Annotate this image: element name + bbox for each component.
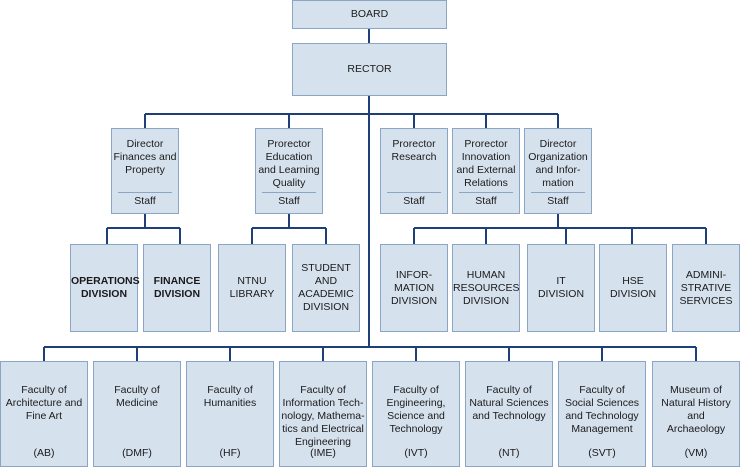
division-label: NTNU LIBRARY (229, 275, 275, 300)
faculty-name: Faculty of Engineering, Science and Tech… (386, 384, 446, 435)
division-label: HSE DIVISION (609, 275, 657, 300)
faculty-dmf-box: Faculty of Medicine (DMF) (93, 361, 181, 467)
faculty-code: (NT) (498, 447, 520, 459)
faculty-svt-box: Faculty of Social Sciences and Technolog… (558, 361, 646, 467)
student-academic-division-box: STUDENT AND ACADEMIC DIVISION (292, 244, 360, 332)
faculty-ime-box: Faculty of Information Tech- nology, Mat… (279, 361, 367, 467)
hse-division-box: HSE DIVISION (599, 244, 667, 332)
faculty-code: (DMF) (122, 447, 152, 459)
rector-label: RECTOR (347, 63, 392, 75)
prorector-innovation-box: Prorector Innovation and External Relati… (452, 128, 520, 214)
faculty-nt-box: Faculty of Natural Sciences and Technolo… (465, 361, 553, 467)
prorector-research-box: Prorector Research Staff (380, 128, 448, 214)
division-label: IT DIVISION (537, 275, 585, 300)
division-label: STUDENT AND ACADEMIC DIVISION (298, 262, 354, 313)
faculty-code: (VM) (684, 447, 708, 459)
faculty-name: Faculty of Humanities (203, 384, 257, 409)
division-label-2: DIVISION (80, 288, 128, 300)
division-label: INFOR- MATION DIVISION (390, 268, 438, 307)
division-label: ADMINI- STRATIVE SERVICES (679, 268, 733, 307)
faculty-name: Faculty of Medicine (114, 384, 160, 409)
staff-label: Staff (459, 192, 513, 208)
staff-label: Staff (387, 192, 441, 208)
staff-label: Staff (262, 192, 316, 208)
director-finances-box: Director Finances and Property Staff (111, 128, 179, 214)
faculty-ab-box: Faculty of Architecture and Fine Art (AB… (0, 361, 88, 467)
faculty-code: (HF) (219, 447, 241, 459)
faculty-code: (AB) (33, 447, 55, 459)
director-title: Prorector Research (391, 138, 437, 163)
faculty-code: (IME) (310, 447, 336, 459)
administrative-services-box: ADMINI- STRATIVE SERVICES (672, 244, 740, 332)
prorector-education-box: Prorector Education and Learning Quality… (255, 128, 323, 214)
faculty-ivt-box: Faculty of Engineering, Science and Tech… (372, 361, 460, 467)
ntnu-library-box: NTNU LIBRARY (218, 244, 286, 332)
board-box: BOARD (292, 0, 447, 29)
faculty-code: (SVT) (588, 447, 616, 459)
faculty-name: Faculty of Architecture and Fine Art (5, 384, 83, 422)
staff-label: Staff (118, 192, 172, 208)
faculty-name: Museum of Natural History and Archaeolog… (661, 384, 731, 435)
human-resources-division-box: HUMAN RESOURCES DIVISION (452, 244, 520, 332)
staff-label: Staff (531, 192, 585, 208)
museum-vm-box: Museum of Natural History and Archaeolog… (652, 361, 740, 467)
division-label-2: DIVISION (153, 288, 201, 300)
division-label: OPERATIONS (71, 275, 140, 287)
faculty-name: Faculty of Social Sciences and Technolog… (564, 384, 640, 435)
director-organization-box: Director Organization and Infor- mation … (524, 128, 592, 214)
director-title: Director Organization and Infor- mation (528, 138, 588, 189)
faculty-name: Faculty of Natural Sciences and Technolo… (469, 384, 549, 422)
faculty-code: (IVT) (404, 447, 428, 459)
division-label: HUMAN RESOURCES DIVISION (453, 268, 520, 307)
faculty-name: Faculty of Information Tech- nology, Mat… (281, 384, 365, 448)
information-division-box: INFOR- MATION DIVISION (380, 244, 448, 332)
division-label: FINANCE (153, 275, 201, 287)
faculty-hf-box: Faculty of Humanities (HF) (186, 361, 274, 467)
director-title: Prorector Innovation and External Relati… (456, 138, 516, 189)
director-title: Prorector Education and Learning Quality (258, 138, 320, 189)
it-division-box: IT DIVISION (527, 244, 595, 332)
board-label: BOARD (350, 8, 389, 20)
director-title: Director Finances and Property (113, 138, 177, 176)
rector-box: RECTOR (292, 43, 447, 96)
